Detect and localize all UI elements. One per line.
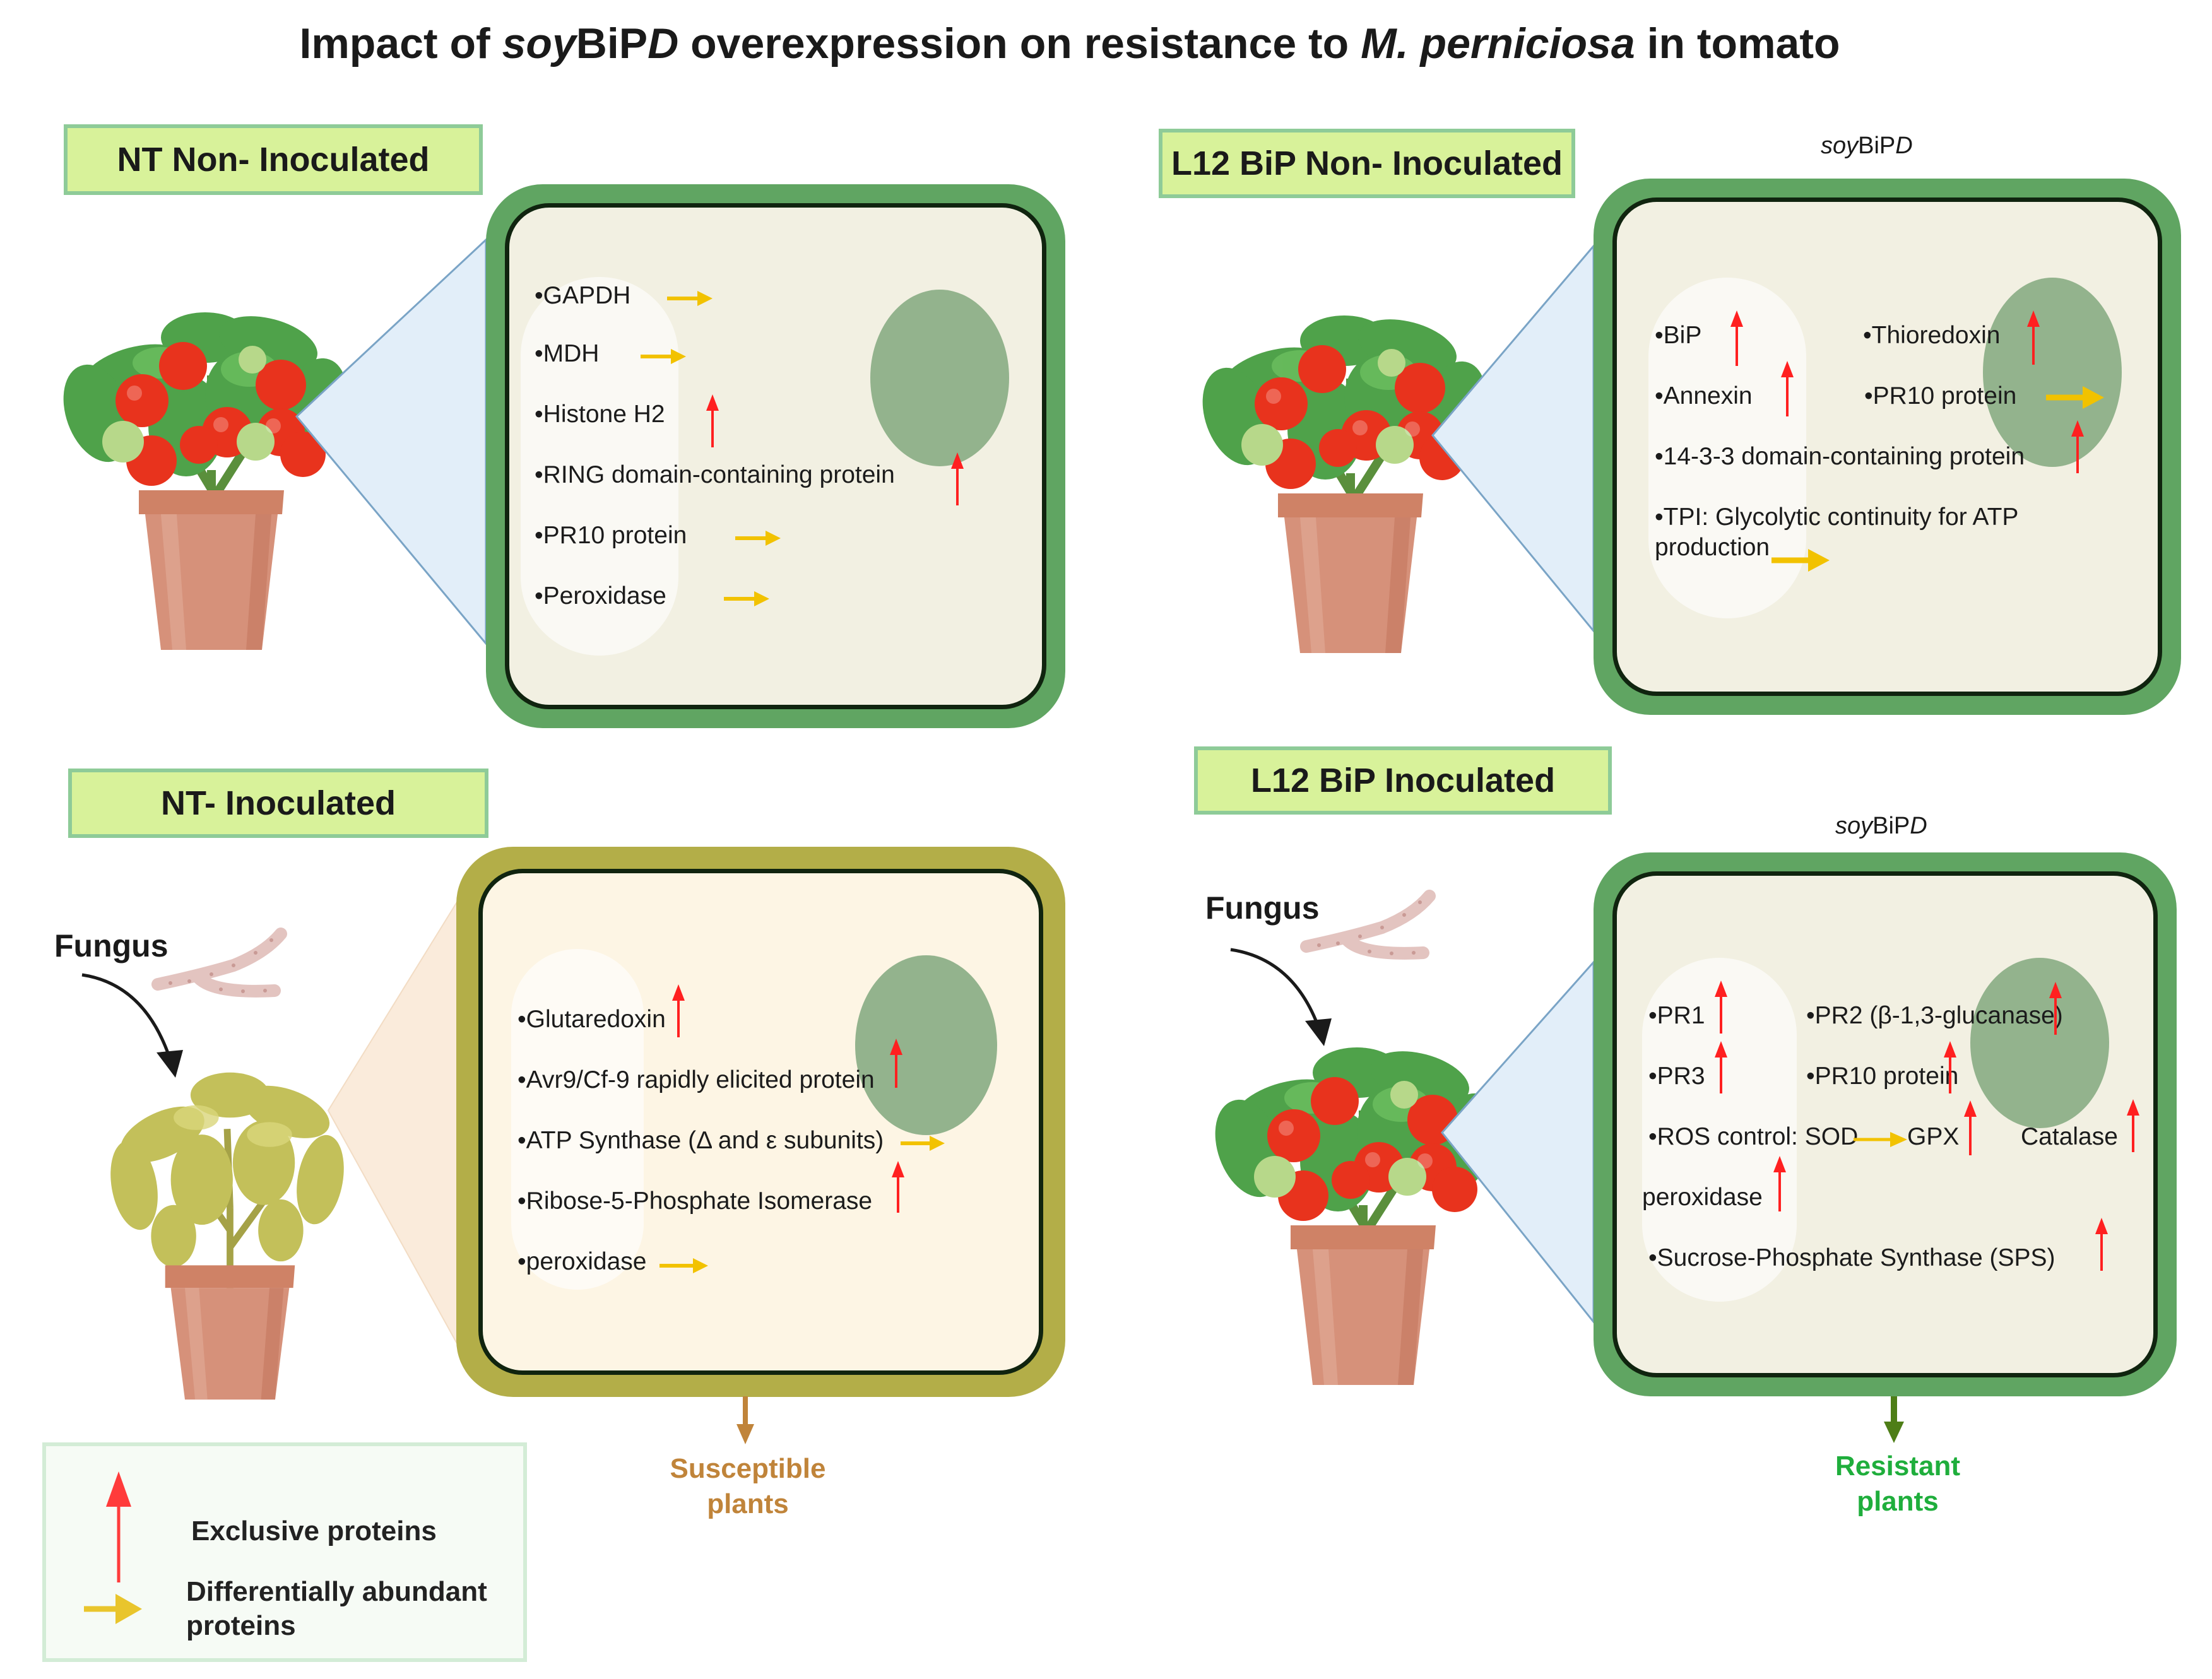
nucleus xyxy=(855,955,997,1135)
outcome-resistant: Resistant plants xyxy=(1835,1451,1961,1517)
curved-arrow-icon xyxy=(1230,948,1332,1046)
legend-exclusive-label: Exclusive proteins xyxy=(191,1516,437,1546)
label-nt-non-inoculated: NT Non- Inoculated xyxy=(64,124,483,195)
protein-ring-domain: •RING domain-containing protein xyxy=(535,461,895,488)
legend-differential-label: Differentially abundant proteins xyxy=(186,1576,487,1641)
vacuole xyxy=(521,277,678,656)
protein-pr1: •PR1 xyxy=(1648,1002,1705,1029)
vacuole xyxy=(511,949,644,1290)
protein-ros-sod: •ROS control: SOD xyxy=(1648,1123,1859,1150)
cell-l12-non-inoculated: •BiP •Thioredoxin •Annexin •PR10 protein… xyxy=(1594,179,2181,715)
nucleus xyxy=(870,290,1009,466)
arrow-markers xyxy=(1715,981,2139,1271)
label-l12-inoculated: L12 BiP Inoculated xyxy=(1194,746,1612,815)
protein-pr3: •PR3 xyxy=(1648,1063,1705,1090)
protein-sps: •Sucrose-Phosphate Synthase (SPS) xyxy=(1648,1244,2055,1271)
protein-atp-synthase: •ATP Synthase (Δ and ε subunits) xyxy=(518,1127,884,1154)
red-up-arrow-icon xyxy=(106,1471,131,1582)
protein-peroxidase: •Peroxidase xyxy=(535,582,666,610)
fungus-label: Fungus xyxy=(1205,890,1320,926)
legend: Exclusive proteins Differentially abunda… xyxy=(42,1442,527,1662)
protein-pr2: •PR2 (β-1,3-glucanase) xyxy=(1806,1002,2063,1029)
protein-peroxidase: •peroxidase xyxy=(518,1248,647,1275)
protein-14-3-3: •14-3-3 domain-containing protein xyxy=(1655,443,2025,470)
protein-thioredoxin: •Thioredoxin xyxy=(1863,322,2001,349)
protein-tpi-line2: production xyxy=(1655,534,1770,561)
protein-ribose-5-phosphate-isomerase: •Ribose-5-Phosphate Isomerase xyxy=(518,1187,873,1215)
protein-avr9-cf9: •Avr9/Cf-9 rapidly elicited protein xyxy=(518,1066,875,1093)
protein-histone-h2: •Histone H2 xyxy=(535,401,665,428)
zoom-cone xyxy=(295,237,487,647)
arrow-markers xyxy=(659,984,945,1273)
wilted-tomato-plant-icon xyxy=(95,1041,360,1420)
protein-peroxidase: peroxidase xyxy=(1642,1184,1763,1211)
outcome-susceptible: Susceptible plants xyxy=(670,1453,826,1519)
cell-l12-inoculated: •PR1 •PR2 (β-1,3-glucanase) •PR3 •PR10 p… xyxy=(1594,852,2177,1396)
fungus-label: Fungus xyxy=(54,928,169,963)
label-l12-non-inoculated: L12 BiP Non- Inoculated xyxy=(1159,129,1575,198)
protein-bip: •BiP xyxy=(1655,322,1702,349)
vacuole xyxy=(1642,958,1797,1302)
nucleus xyxy=(1970,958,2109,1128)
cell-nt-inoculated: •Glutaredoxin •Avr9/Cf-9 rapidly elicite… xyxy=(456,847,1065,1397)
yellow-right-arrow-icon xyxy=(84,1594,142,1624)
figure-title: Impact of soyBiPD overexpression on resi… xyxy=(299,20,1840,68)
transgene-label: soyBiPD xyxy=(1835,813,1927,839)
nucleus xyxy=(1983,278,2122,467)
protein-glutaredoxin: •Glutaredoxin xyxy=(518,1006,666,1033)
protein-tpi: •TPI: Glycolytic continuity for ATP xyxy=(1655,504,2019,531)
protein-mdh: •MDH xyxy=(535,340,600,367)
down-arrow-icon xyxy=(1884,1396,1904,1443)
protein-catalase: Catalase xyxy=(2021,1123,2118,1150)
arrow-markers xyxy=(1730,310,2104,572)
protein-pr10: •PR10 protein xyxy=(1806,1063,1959,1090)
protein-pr10: •PR10 protein xyxy=(1864,382,2017,409)
protein-annexin: •Annexin xyxy=(1655,382,1753,409)
label-nt-inoculated: NT- Inoculated xyxy=(68,769,488,838)
arrow-markers xyxy=(641,291,964,606)
curved-arrow-icon xyxy=(81,973,183,1078)
protein-pr10: •PR10 protein xyxy=(535,522,687,549)
protein-gapdh: •GAPDH xyxy=(535,282,631,309)
protein-gpx: GPX xyxy=(1907,1123,1960,1150)
transgene-label: soyBiPD xyxy=(1821,133,1913,159)
cell-nt-non-inoculated: •GAPDH •MDH •Histone H2 •RING domain-con… xyxy=(486,184,1065,728)
down-arrow-icon xyxy=(736,1396,754,1444)
